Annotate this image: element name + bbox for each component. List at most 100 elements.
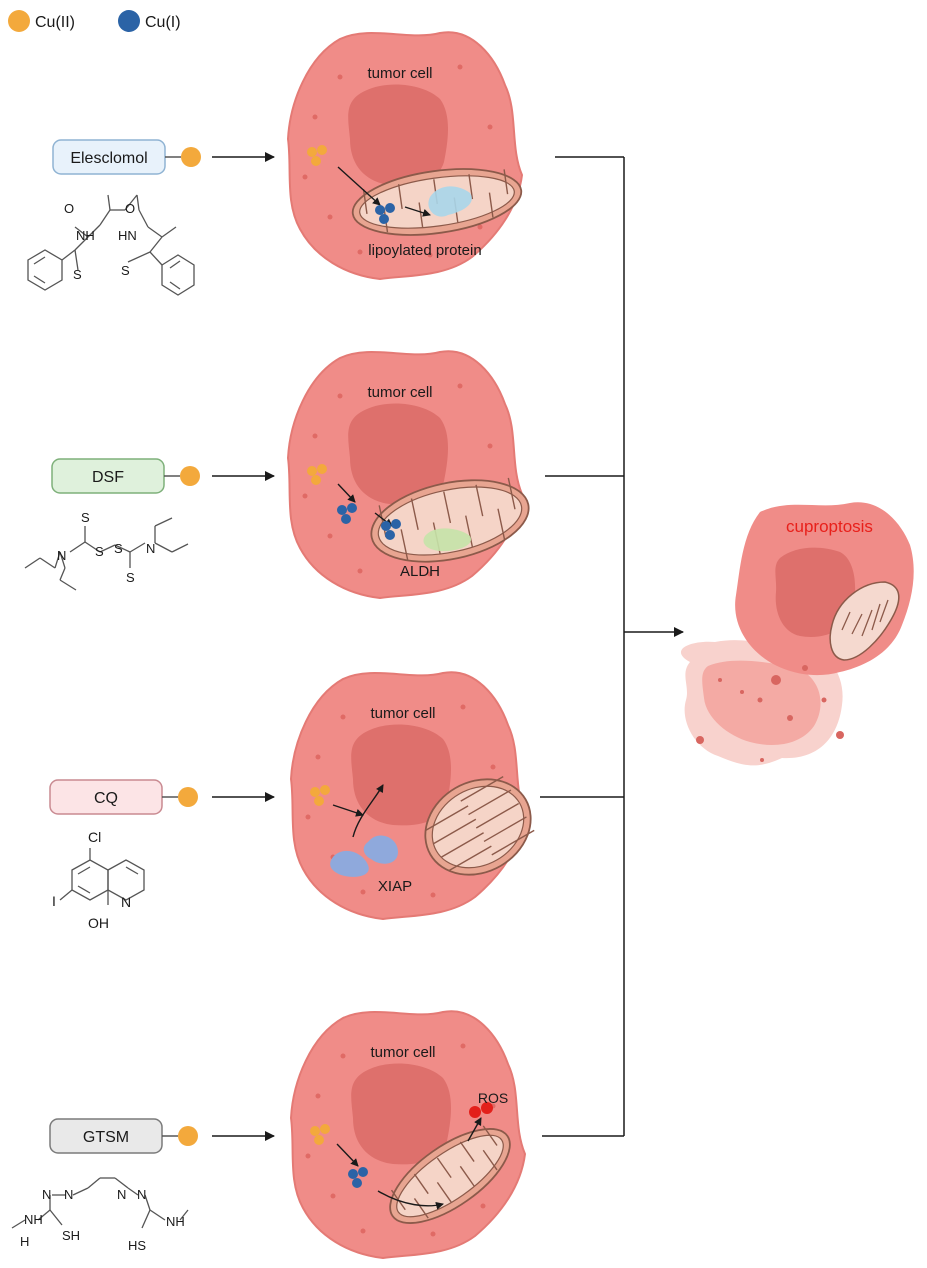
svg-text:Cl: Cl — [88, 829, 101, 845]
cu2-cluster-dot — [320, 1124, 330, 1134]
structure-elesclomol — [27, 194, 195, 296]
cu1-cluster-dot — [337, 505, 347, 515]
drug-name: Elesclomol — [70, 150, 147, 167]
cu1-cluster-dot — [347, 503, 357, 513]
target-label: lipoylated protein — [368, 242, 481, 259]
target-protein — [428, 186, 472, 217]
target-label: ALDH — [400, 563, 440, 580]
tumor-cell-label: tumor cell — [370, 1044, 435, 1061]
legend-cu2-label: Cu(II) — [35, 14, 75, 31]
svg-text:N: N — [42, 1187, 51, 1202]
cu2-cluster-dot — [317, 464, 327, 474]
speckle — [427, 571, 433, 577]
convergence-lines — [540, 156, 684, 1137]
tumor-cell-label: tumor cell — [370, 705, 435, 722]
drug-copper-dot — [181, 147, 201, 167]
cu1-cluster — [348, 1167, 368, 1188]
cu2-cluster-dot — [317, 145, 327, 155]
svg-text:O: O — [64, 201, 74, 216]
speckle — [327, 214, 333, 220]
cu2-cluster-dot — [320, 785, 330, 795]
speckle — [427, 252, 433, 258]
rows-layer: Elesclomol tumor cell lipoylated proteinDS… — [49, 31, 535, 1260]
uptake-arrow — [337, 166, 381, 206]
tumor-cell-nucleus — [351, 1063, 451, 1165]
speckle — [360, 1228, 366, 1234]
structure-dsf-labels: S N S S N S — [57, 510, 155, 585]
transfer-arrow — [377, 1190, 444, 1210]
structure-gtsm-labels: N N N N NH H SH HS NH — [20, 1187, 185, 1253]
target-protein — [330, 850, 369, 877]
speckle — [430, 892, 436, 898]
cu1-cluster-dot — [348, 1169, 358, 1179]
tumor-cell-label: tumor cell — [367, 65, 432, 82]
svg-text:HS: HS — [128, 1238, 146, 1253]
cu2-cluster-dot — [314, 1135, 324, 1145]
uptake-arrow — [337, 483, 356, 503]
tumor-cell-nucleus — [351, 724, 451, 826]
speckle — [340, 714, 346, 720]
outcome-mito-cristae — [841, 599, 889, 637]
cu1-cluster-dot — [379, 214, 389, 224]
cu2-cluster-dot — [307, 147, 317, 157]
speckle — [487, 124, 493, 130]
svg-text:N: N — [117, 1187, 126, 1202]
tumor-cell-nucleus — [348, 403, 448, 505]
cu2-cluster-dot — [311, 156, 321, 166]
ros-dot — [469, 1106, 481, 1118]
target-label: ROS — [478, 1090, 508, 1106]
svg-text:HN: HN — [118, 228, 137, 243]
speckle — [302, 174, 308, 180]
cu1-bound-dot — [391, 519, 401, 529]
svg-text:N: N — [146, 541, 155, 556]
speckle — [457, 383, 463, 389]
svg-text:S: S — [126, 570, 135, 585]
drug-name: DSF — [92, 469, 124, 486]
cu2-cluster — [307, 464, 327, 485]
drug-copper-dot — [178, 1126, 198, 1146]
tumor-cell-nucleus — [348, 84, 448, 186]
speckle — [457, 64, 463, 70]
speckle — [487, 443, 493, 449]
drug-copper-dot — [178, 787, 198, 807]
legend-cu1-dot — [118, 10, 140, 32]
tumor-cell-label: tumor cell — [367, 384, 432, 401]
ros-arrow — [467, 1117, 482, 1142]
structure-gtsm — [11, 1177, 189, 1229]
drug-copper-dot — [180, 466, 200, 486]
svg-text:N: N — [57, 548, 66, 563]
cu2-cluster-dot — [310, 787, 320, 797]
cu1-cluster-dot — [385, 203, 395, 213]
drug-name: GTSM — [83, 1129, 129, 1146]
speckle — [357, 249, 363, 255]
outcome-mitochondrion — [829, 581, 900, 661]
debris-particles — [696, 665, 844, 762]
debris-inner — [702, 660, 821, 745]
svg-text:I: I — [52, 893, 56, 909]
speckle — [305, 1153, 311, 1159]
svg-text:S: S — [81, 510, 90, 525]
mitochondrion — [389, 1125, 511, 1224]
cu2-cluster-dot — [314, 796, 324, 806]
uptake-arrow — [336, 1143, 359, 1167]
speckle — [337, 393, 343, 399]
speckle — [357, 568, 363, 574]
structure-dsf — [24, 517, 189, 591]
speckle — [330, 1193, 336, 1199]
svg-text:S: S — [121, 263, 130, 278]
svg-text:H: H — [20, 1234, 29, 1249]
cu2-cluster — [310, 785, 330, 806]
speckle — [312, 114, 318, 120]
drug-name: CQ — [94, 790, 118, 807]
cu1-cluster — [375, 203, 395, 224]
svg-text:N: N — [64, 1187, 73, 1202]
target-protein-2 — [363, 835, 398, 864]
uptake-arrow — [332, 804, 364, 817]
cu2-cluster — [307, 145, 327, 166]
cuproptosis-label: cuproptosis — [786, 517, 873, 536]
mitochondrion-cristae — [425, 776, 535, 872]
structure-elesclomol-labels: O O NH HN S S — [64, 201, 137, 282]
